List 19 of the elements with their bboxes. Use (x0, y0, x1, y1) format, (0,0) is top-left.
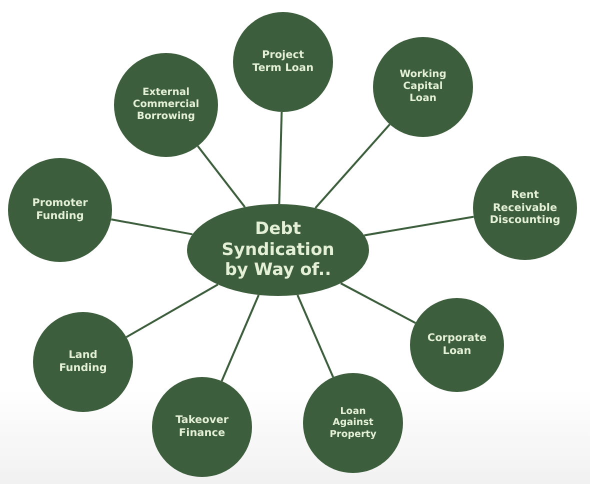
connector-line (364, 216, 474, 236)
connector-line (110, 218, 193, 236)
connector-line (220, 294, 260, 382)
connector-line (197, 146, 246, 208)
node-label: Takeover Finance (174, 414, 230, 440)
connector-line (278, 112, 283, 204)
node-label: Rent Receivable Discounting (488, 189, 562, 227)
node-label: Debt Syndication by Way of.. (220, 219, 336, 281)
connector-line (314, 124, 391, 209)
connector-line (340, 282, 416, 324)
node-label: Project Term Loan (251, 49, 315, 75)
node-label: Corporate Loan (426, 332, 488, 358)
node-label: Promoter Funding (31, 197, 89, 223)
node-label: External Commercial Borrowing (132, 87, 200, 123)
node-label: Working Capital Loan (398, 69, 448, 105)
connector-line (296, 294, 334, 378)
connector-line (126, 284, 218, 338)
node-label: Land Funding (58, 349, 108, 375)
node-label: Loan Against Property (328, 406, 378, 440)
